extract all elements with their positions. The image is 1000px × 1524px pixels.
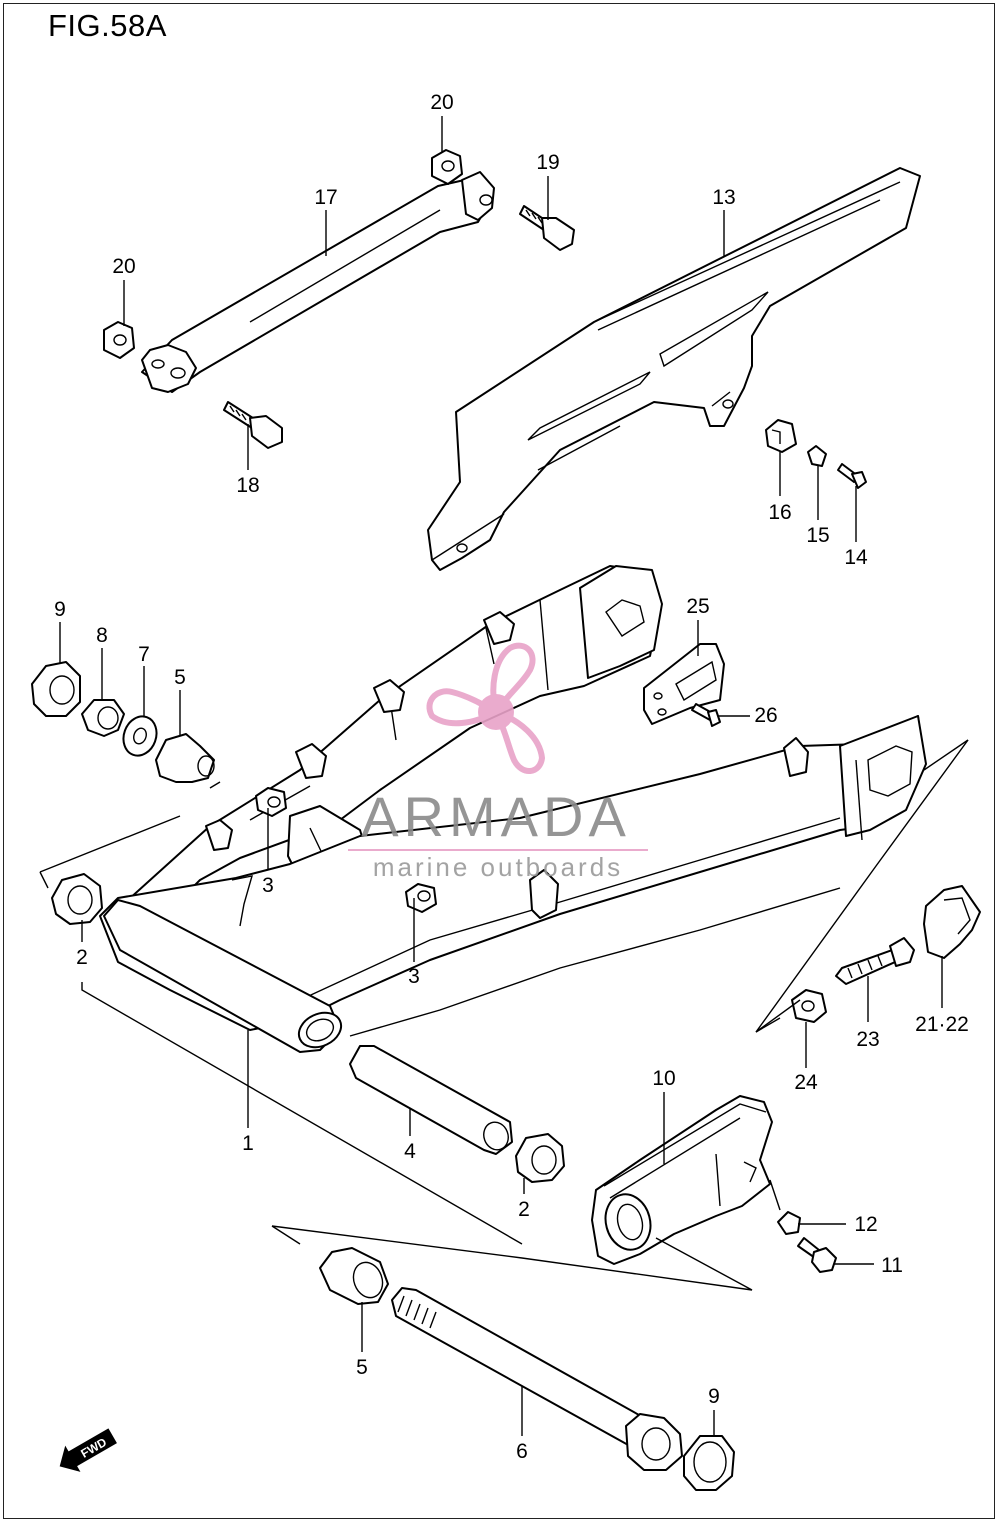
part-12-collar — [777, 1211, 801, 1235]
callout-11: 11 — [881, 1254, 903, 1277]
callout-3-lower: 3 — [408, 965, 420, 988]
callout-5-lower: 5 — [356, 1356, 368, 1379]
part-16-grommet — [765, 419, 797, 453]
part-13-chain-guard — [427, 167, 921, 571]
callout-25: 25 — [686, 595, 709, 618]
part-5-bushing-lower — [319, 1247, 389, 1305]
callout-9-lower: 9 — [708, 1385, 720, 1408]
part-3-bushing-upper — [255, 787, 287, 817]
figure-title: FIG.58A — [48, 8, 167, 43]
callout-10: 10 — [652, 1067, 675, 1090]
part-15-collar — [807, 445, 827, 467]
leader-lines — [59, 116, 943, 1436]
watermark-tagline: marine outboards — [373, 852, 623, 882]
part-9-cap-upper — [31, 661, 81, 717]
callout-8: 8 — [96, 624, 108, 647]
part-7-washer — [122, 715, 158, 757]
callout-21-22: 21·22 — [915, 1013, 969, 1036]
assembly-lines — [39, 739, 969, 1291]
callout-24: 24 — [794, 1071, 818, 1094]
callout-18: 18 — [236, 474, 259, 497]
part-2-bearing-right — [515, 1133, 565, 1183]
part-1-swingarm — [99, 565, 927, 1053]
callout-12: 12 — [854, 1213, 877, 1236]
callout-13: 13 — [712, 186, 735, 209]
callout-2-right: 2 — [518, 1198, 530, 1221]
part-17-torque-rod — [141, 171, 495, 393]
diagram-frame — [3, 3, 995, 1519]
part-2-bearing-left — [51, 873, 103, 925]
callout-15: 15 — [806, 524, 829, 547]
part-5-bushing-upper — [155, 733, 215, 783]
callout-23: 23 — [856, 1028, 879, 1051]
callout-3-upper: 3 — [262, 874, 274, 897]
callout-17: 17 — [314, 186, 337, 209]
propeller-icon — [426, 642, 546, 774]
part-9-cap-lower — [683, 1435, 735, 1491]
watermark-logo: ARMADA marine outboards — [348, 642, 648, 882]
part-20-nut-top — [431, 149, 463, 185]
part-19-bolt — [519, 205, 575, 251]
part-8-bearing — [81, 699, 125, 737]
part-14-screw — [837, 463, 867, 489]
part-6-pivot-shaft — [391, 1287, 683, 1471]
part-23-bolt — [835, 937, 915, 985]
watermark-brand: ARMADA — [361, 785, 631, 848]
callout-2-left: 2 — [76, 946, 88, 969]
part-20-nut-left — [103, 321, 135, 359]
callout-5-upper: 5 — [174, 666, 186, 689]
callout-14: 14 — [844, 546, 868, 569]
fwd-arrow-badge: FWD — [59, 1428, 117, 1472]
part-25-plate — [643, 643, 725, 725]
callout-4: 4 — [404, 1140, 416, 1163]
callout-6: 6 — [516, 1440, 528, 1463]
callout-19: 19 — [536, 151, 559, 174]
callout-labels: 20 19 17 13 20 18 16 15 14 9 8 7 5 25 26… — [54, 91, 969, 1463]
part-18-bolt — [223, 401, 283, 449]
part-10-chain-slider — [591, 1095, 773, 1265]
part-11-bolt — [797, 1237, 837, 1273]
callout-7: 7 — [138, 643, 150, 666]
part-21-22-clip — [923, 885, 981, 959]
callout-16: 16 — [768, 501, 791, 524]
callout-1: 1 — [242, 1132, 254, 1155]
callout-20-top: 20 — [430, 91, 453, 114]
callout-20-left: 20 — [112, 255, 135, 278]
part-4-sleeve — [349, 1045, 513, 1155]
part-26-screw — [691, 703, 721, 727]
part-24-nut — [791, 989, 827, 1023]
callout-9-upper: 9 — [54, 598, 66, 621]
callout-26: 26 — [754, 704, 777, 727]
